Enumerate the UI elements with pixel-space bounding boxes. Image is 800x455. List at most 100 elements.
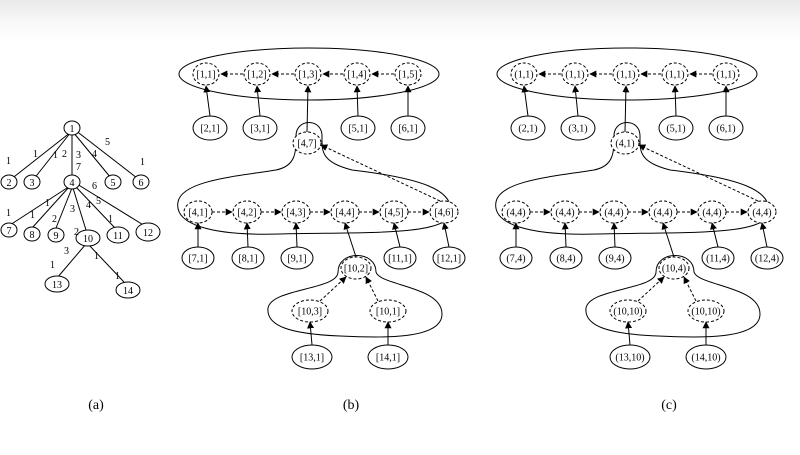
panel-b-mid-leaf-arrow-3 — [292, 222, 300, 248]
edge-10-13 — [56, 243, 87, 279]
panel-c-mid-leaf-arrow-3 — [610, 222, 618, 248]
panel-b-mid-node-3: [4,3] — [281, 200, 311, 224]
panel-b-top-node-3: [1,3] — [294, 62, 322, 86]
edge-1-2 — [9, 131, 72, 181]
panel-b-mid-node-5: [4,5] — [379, 200, 409, 224]
panel-c-low-leaf-1-label: (13,10) — [615, 353, 644, 364]
panel-c-mid-leaf-1: (7,4) — [499, 246, 533, 270]
panel-c-low-group-outline — [585, 255, 761, 338]
svg-text:13: 13 — [52, 280, 62, 291]
panel-c-top-node-4-label: (1,1) — [665, 70, 684, 81]
weight-10-13: 1 — [50, 260, 55, 271]
panel-b-caption: (b) — [343, 398, 360, 413]
panel-b-low-child-2: [10,1] — [369, 299, 407, 323]
panel-c-mid-node-6-label: (4,4) — [752, 208, 771, 219]
panel-c-top-leaf-arrow-3 — [671, 85, 679, 117]
weight-1-6: 5 — [105, 137, 110, 148]
panel-b-low-group-outline — [267, 255, 443, 338]
edge-1-3 — [32, 131, 72, 181]
svg-text:10: 10 — [83, 234, 93, 245]
tree-node-14: 14 — [115, 281, 141, 299]
panel-c-top-node-3: (1,1) — [612, 62, 640, 86]
panel-c-top-leaf-2-label: (3,1) — [568, 124, 587, 135]
panel-b-top-leaf-4: [6,1] — [390, 115, 426, 141]
extra-weight-1b: 1 — [140, 157, 145, 168]
weight-10-14: 1 — [94, 251, 99, 262]
panel-c-mid-node-2: (4,4) — [550, 200, 580, 224]
tree-node-13: 13 — [44, 275, 70, 293]
panel-c-top-node-3-label: (1,1) — [616, 70, 635, 81]
svg-text:2: 2 — [7, 178, 12, 189]
panel-b-mid-node-5-label: [4,5] — [384, 208, 403, 219]
edge-1-5 — [72, 131, 112, 179]
panel-c-mid-head: (4,1) — [610, 131, 640, 155]
panel-b-top-leaf-1: [2,1] — [192, 115, 228, 141]
panel-c-mid-leaf-5: (12,4) — [750, 246, 784, 270]
panel-b-low-leaf-arrow-1 — [307, 321, 315, 346]
panel-c-low-leaf-arrow-1 — [625, 321, 633, 346]
tree-node-1: 1 — [63, 120, 81, 136]
panel-c-low-child-1-label: (10,10) — [613, 307, 642, 318]
panel-b-top-node-3-label: [1,3] — [298, 70, 317, 81]
panel-b-low-child-1-label: [10,3] — [298, 307, 322, 318]
panel-b-mid-leaf-4: [11,1] — [383, 246, 417, 270]
panel-b-top-node-5-label: [1,5] — [398, 70, 417, 81]
extra-weight-1c: 1 — [45, 198, 50, 209]
panel-c-mid-node-1: (4,4) — [501, 200, 531, 224]
caption-a: (a) — [88, 398, 104, 413]
svg-text:4: 4 — [70, 178, 75, 189]
panel-a-edge-weights: 1 1 2 4 5 3 7 1 6 1 1 1 2 3 4 5 1 1 2 3 … — [6, 137, 145, 282]
weight-4-10: 3 — [70, 204, 75, 215]
panel-b-mid-leaf-arrow-5 — [441, 222, 450, 248]
weight-4-12: 5 — [96, 196, 101, 207]
panel-b-low-leaf-2-label: [14,1] — [376, 353, 400, 364]
panel-b-mid-leaf-arrow-2 — [243, 222, 251, 248]
panel-c-top-leaf-3-label: (5,1) — [666, 124, 685, 135]
panel-b-top-leaf-1-label: [2,1] — [200, 124, 219, 135]
edge-10-14 — [87, 243, 125, 283]
panel-c-mid-leaf-arrow-5 — [759, 222, 768, 248]
panel-c-low-head-label: (10,4) — [662, 264, 686, 275]
panel-c-top-leaf-4: (6,1) — [708, 115, 744, 141]
panel-b-top-leaf-2: [3,1] — [242, 115, 278, 141]
panel-b-top-leaf-3-label: [5,1] — [348, 124, 367, 135]
panel-b-mid-node-4: [4,4] — [330, 200, 360, 224]
tree-node-10: 10 — [75, 229, 101, 247]
panel-b-mid-leaf-arrow-4 — [392, 222, 401, 248]
svg-text:14: 14 — [123, 286, 133, 297]
panel-c-mid-leaf-2: (8,4) — [549, 246, 583, 270]
panel-b-top-leaf-arrow-1 — [203, 85, 211, 117]
panel-b-top-leaf-4-label: [6,1] — [398, 124, 417, 135]
panel-b-mid-leaf-1: [7,1] — [181, 246, 215, 270]
weight-1-4: 2 — [62, 149, 67, 160]
panel-c-mid-node-4-label: (4,4) — [653, 208, 672, 219]
panel-c-top-leaf-3: (5,1) — [658, 115, 694, 141]
panel-c-low-child-arrow-2 — [683, 276, 697, 302]
svg-text:1: 1 — [70, 124, 75, 135]
panel-b-mid-leaf-1-label: [7,1] — [188, 254, 207, 265]
svg-text:8: 8 — [30, 230, 35, 241]
panel-c-mid-leaf-arrow-2 — [561, 222, 569, 248]
panel-c-top-node-5: (1,1) — [712, 62, 740, 86]
panel-c-mid-node-5-label: (4,4) — [702, 208, 721, 219]
panel-a-tree: 1 2 3 4 5 6 7 8 9 10 11 12 13 14 1 1 2 4… — [0, 120, 161, 413]
svg-text:6: 6 — [139, 178, 144, 189]
weight-4-8: 1 — [30, 210, 35, 221]
edge-4-12 — [76, 183, 146, 227]
panel-b-mid-head: [4,7] — [292, 131, 322, 155]
panel-c-top-node-5-label: (1,1) — [716, 70, 735, 81]
panel-b-mid-leaf-3: [9,1] — [280, 246, 314, 270]
extra-weight-6: 6 — [92, 181, 97, 192]
panel-c-mid-leaf-3-label: (9,4) — [605, 254, 624, 265]
panel-c-mid-return-arrow — [638, 144, 759, 202]
panel-b-top-leaf-2-label: [3,1] — [250, 124, 269, 135]
panel-c-low-leaf-2: (14,10) — [685, 344, 727, 370]
panel-b-low-leaf-1-label: [13,1] — [300, 353, 324, 364]
weight-1-3: 1 — [33, 149, 38, 160]
panel-b-low-head-arrow — [343, 222, 357, 258]
panel-c-caption: (c) — [661, 398, 677, 413]
panel-b-mid-node-1: [4,1] — [183, 200, 213, 224]
panel-c-mid-head-label: (4,1) — [615, 139, 634, 150]
edge-4-11 — [74, 185, 116, 229]
tree-node-5: 5 — [104, 174, 122, 190]
